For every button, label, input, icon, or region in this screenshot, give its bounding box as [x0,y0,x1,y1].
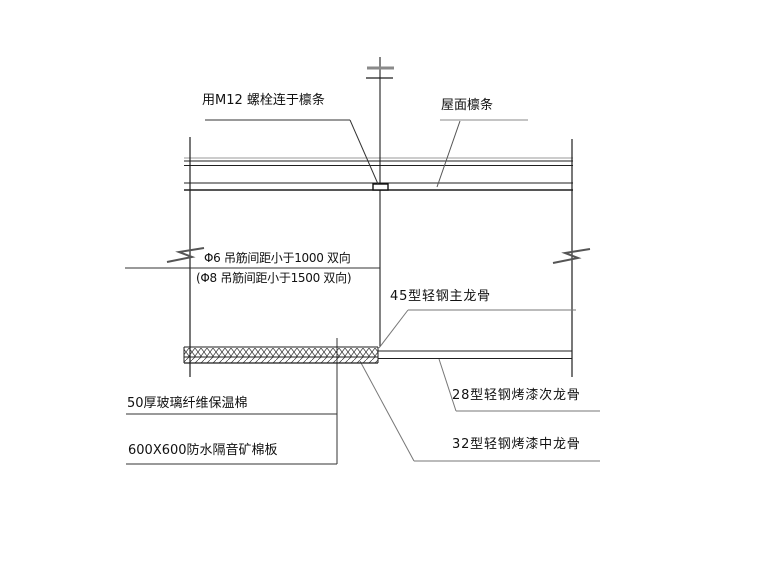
hanger-rod-centerline [366,57,394,347]
label-insulation: 50厚玻璃纤维保温棉 [127,396,248,411]
label-ceiling-board: 600X600防水隔音矿棉板 [128,443,278,458]
leader-lines [125,119,600,465]
break-mark-right [552,248,591,264]
break-mark-left [166,247,205,263]
label-roof-purlin: 屋面檩条 [441,98,494,113]
label-middle-keel: 32型轻钢烤漆中龙骨 [452,437,581,452]
label-hanger-alt: (Φ8 吊筋间距小于1500 双向) [196,271,352,285]
bolt-plate [372,183,389,191]
keel-double-line [378,350,572,359]
ceiling-board-strip [183,346,379,364]
label-main-keel: 45型轻钢主龙骨 [390,289,491,304]
label-secondary-keel: 28型轻钢烤漆次龙骨 [452,388,581,403]
label-bolt-note: 用M12 螺栓连于檩条 [202,93,325,108]
label-hanger-primary: Φ6 吊筋间距小于1000 双向 [204,251,351,265]
